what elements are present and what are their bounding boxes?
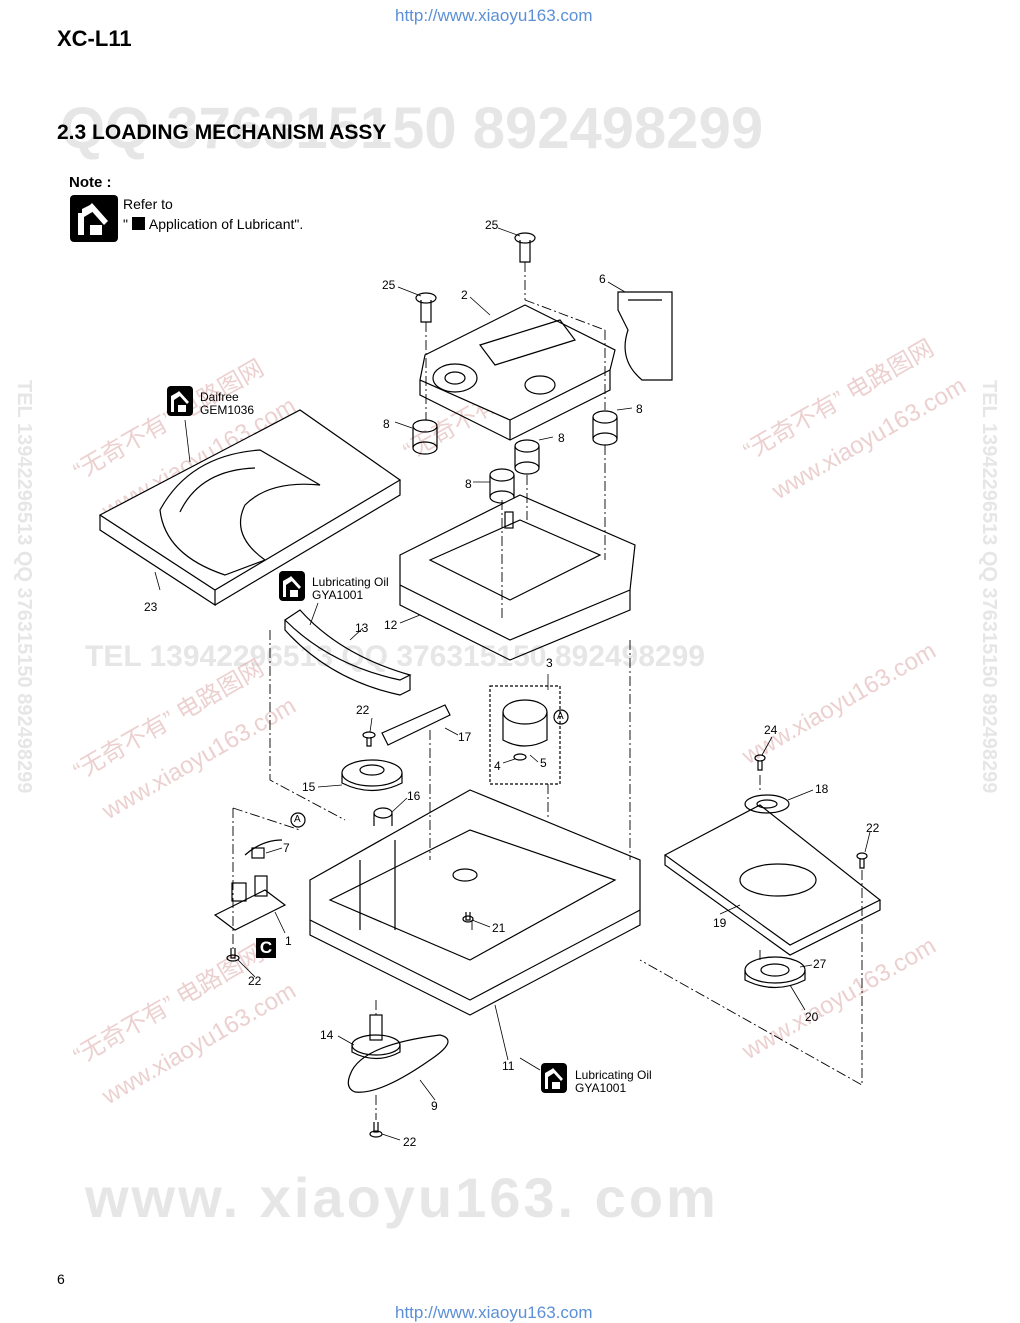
part-label-15: 15 (302, 780, 316, 794)
part-label-22-bottom: 22 (403, 1135, 417, 1149)
part-label-21: 21 (492, 921, 506, 935)
damper-8a (412, 419, 438, 455)
lubricant-daifree-name: Daifree (200, 390, 239, 404)
sensor-board-1 (213, 839, 287, 931)
screw-24 (754, 754, 766, 771)
lubricant-icon-daifree (167, 386, 193, 416)
loading-motor-3 (489, 685, 561, 785)
note-quote: " (123, 216, 132, 232)
watermark-url: www. xiaoyu163. com (85, 1166, 719, 1229)
part-label-9: 9 (431, 1099, 438, 1113)
model-number: XC-L11 (57, 26, 132, 51)
lubricant-oil-lower-name: Lubricating Oil (575, 1068, 652, 1082)
magnet-20 (744, 956, 806, 989)
lubricant-oil-upper-label: Lubricating Oil GYA1001 (312, 576, 389, 602)
traverse-mechanism-2 (419, 304, 616, 441)
watermark-qq: QQ 376315150 892498299 (60, 96, 764, 161)
gear-16 (373, 807, 393, 826)
part-label-12: 12 (384, 618, 398, 632)
watermark-tel: TEL 13942296513 QQ 376315150 892498299 (85, 640, 705, 673)
part-label-6: 6 (599, 272, 606, 286)
part-label-5: 5 (540, 756, 547, 770)
part-label-19: 19 (713, 916, 727, 930)
lubricant-icon-oil-upper (279, 571, 305, 601)
part-label-8b: 8 (636, 402, 643, 416)
part-label-23: 23 (144, 600, 158, 614)
disc-tray-23 (98, 409, 402, 607)
screw-22-gear (362, 731, 376, 747)
part-label-22-plate: 22 (866, 821, 880, 835)
part-label-27: 27 (813, 957, 827, 971)
lubricant-oil-upper-code: GYA1001 (312, 588, 364, 602)
chassis-11 (309, 789, 641, 1016)
section-title: 2.3 LOADING MECHANISM ASSY (57, 121, 387, 144)
part-label-11: 11 (502, 1059, 515, 1073)
clamp-plate-19 (663, 804, 882, 956)
note-line-2: " Application of Lubricant". (123, 215, 303, 234)
black-square-icon (131, 217, 145, 230)
note-label: Note : (69, 174, 112, 191)
part-label-8d: 8 (465, 477, 472, 491)
part-label-2: 2 (461, 288, 468, 302)
screw-22-bottom (369, 1122, 383, 1138)
lubricant-daifree-code: GEM1036 (200, 403, 255, 417)
lubricant-icon (70, 195, 118, 242)
slider-17 (381, 704, 451, 746)
source-url-bottom[interactable]: http://www.xiaoyu163.com (395, 1303, 593, 1322)
part-label-25-left: 25 (382, 278, 396, 292)
gear-15 (341, 759, 403, 792)
part-label-4: 4 (494, 759, 501, 773)
lubricant-oil-upper-name: Lubricating Oil (312, 575, 389, 589)
page-number: 6 (57, 1271, 65, 1287)
ref-mark-a-motor: A (557, 711, 564, 722)
part-label-16: 16 (407, 789, 421, 803)
lubricant-oil-lower-label: Lubricating Oil GYA1001 (575, 1069, 652, 1095)
part-label-20: 20 (805, 1010, 819, 1024)
connector-c-mark: C (256, 938, 276, 958)
part-label-22-gear: 22 (356, 703, 370, 717)
note-line-2-text: Application of Lubricant". (148, 216, 304, 232)
damper-8d (489, 468, 515, 504)
part-label-17: 17 (458, 730, 472, 744)
part-label-24: 24 (764, 723, 778, 737)
lubricant-daifree-label: Daifree GEM1036 (200, 391, 254, 417)
part-label-13: 13 (355, 621, 369, 635)
mecha-frame-12 (399, 494, 636, 661)
part-label-25-right: 25 (485, 218, 499, 232)
clamper-18 (744, 794, 790, 814)
screw-22-sensor (226, 948, 240, 962)
lubricant-icon-oil-lower (541, 1063, 567, 1093)
part-label-8a: 8 (383, 417, 390, 431)
note-line-1: Refer to (123, 196, 173, 212)
cam-13 (284, 609, 412, 696)
part-label-18: 18 (815, 782, 829, 796)
ffc-cable-6 (617, 291, 673, 381)
part-label-22-sensor: 22 (248, 974, 262, 988)
ref-mark-a-sensor: A (294, 814, 301, 825)
source-url-top[interactable]: http://www.xiaoyu163.com (395, 6, 593, 25)
belt-9 (347, 1034, 449, 1093)
screw-21 (462, 912, 474, 923)
lubricant-oil-lower-code: GYA1001 (575, 1081, 627, 1095)
damper-8c (592, 410, 618, 446)
screw-22-plate (856, 852, 868, 869)
pulley-14 (351, 1014, 401, 1060)
screw-25-left (415, 292, 437, 323)
screw-25-right (514, 232, 536, 263)
part-label-8c: 8 (558, 431, 565, 445)
part-label-7: 7 (283, 841, 290, 855)
part-label-3: 3 (546, 656, 553, 670)
part-label-14: 14 (320, 1028, 334, 1042)
damper-8b (514, 439, 540, 475)
part-label-1: 1 (285, 934, 292, 948)
